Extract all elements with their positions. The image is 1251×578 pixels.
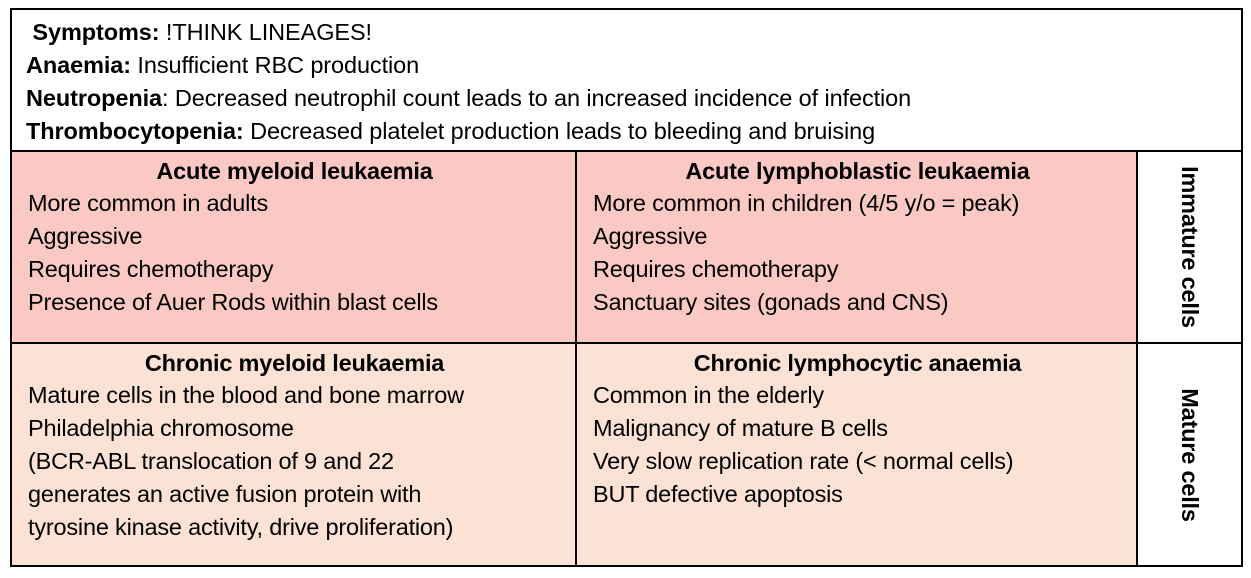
- cell-line: Malignancy of mature B cells: [593, 415, 888, 441]
- leukaemia-comparison-table: Symptoms: !THINK LINEAGES! Anaemia: Insu…: [10, 8, 1243, 567]
- symptom-label-neutropenia: Neutropenia: [26, 85, 162, 111]
- symptom-line-anaemia: Anaemia: Insufficient RBC production: [26, 49, 1241, 82]
- cell-title-acute-lymphoblastic: Acute lymphoblastic leukaemia: [685, 158, 1030, 184]
- cell-line: generates an active fusion protein with: [28, 481, 422, 507]
- symptom-text-thrombocytopenia: Decreased platelet production leads to b…: [243, 118, 876, 144]
- symptom-line-neutropenia: Neutropenia: Decreased neutrophil count …: [26, 82, 1241, 115]
- cell-line: Presence of Auer Rods within blast cells: [28, 289, 438, 315]
- cell-line: Common in the elderly: [593, 382, 824, 408]
- symptom-text-neutropenia: : Decreased neutrophil count leads to an…: [162, 85, 912, 111]
- cell-title-acute-myeloid: Acute myeloid leukaemia: [156, 158, 433, 184]
- cell-line: Philadelphia chromosome: [28, 415, 294, 441]
- cell-line: Mature cells in the blood and bone marro…: [28, 382, 464, 408]
- symptom-text-symptoms: !THINK LINEAGES!: [159, 19, 372, 45]
- cell-line: Sanctuary sites (gonads and CNS): [593, 289, 949, 315]
- table-row-chronic: Chronic myeloid leukaemia Mature cells i…: [12, 344, 1241, 565]
- cell-line: Requires chemotherapy: [593, 256, 839, 282]
- symptom-text-anaemia: Insufficient RBC production: [131, 52, 420, 78]
- cell-maturity-mature: Mature cells: [1138, 344, 1241, 565]
- cell-maturity-immature: Immature cells: [1138, 152, 1241, 342]
- cell-chronic-lymphocytic-anaemia: Chronic lymphocytic anaemia Common in th…: [577, 344, 1138, 565]
- symptom-label-anaemia: Anaemia:: [26, 52, 131, 78]
- cell-chronic-myeloid-leukaemia: Chronic myeloid leukaemia Mature cells i…: [12, 344, 577, 565]
- cell-title-chronic-lymphocytic: Chronic lymphocytic anaemia: [693, 350, 1022, 376]
- symptom-label-symptoms: Symptoms:: [26, 19, 160, 45]
- table-body: Acute myeloid leukaemia More common in a…: [12, 152, 1241, 565]
- cell-line: Aggressive: [28, 223, 143, 249]
- symptom-line-thrombocytopenia: Thrombocytopenia: Decreased platelet pro…: [26, 115, 1241, 148]
- cell-line: BUT defective apoptosis: [593, 481, 843, 507]
- cell-line: (BCR-ABL translocation of 9 and 22: [28, 448, 394, 474]
- symptoms-header: Symptoms: !THINK LINEAGES! Anaemia: Insu…: [12, 10, 1241, 152]
- symptom-line-symptoms: Symptoms: !THINK LINEAGES!: [26, 16, 1241, 49]
- cell-acute-lymphoblastic-leukaemia: Acute lymphoblastic leukaemia More commo…: [577, 152, 1138, 342]
- cell-acute-myeloid-leukaemia: Acute myeloid leukaemia More common in a…: [12, 152, 577, 342]
- table-row-acute: Acute myeloid leukaemia More common in a…: [12, 152, 1241, 344]
- symptom-label-thrombocytopenia: Thrombocytopenia:: [26, 118, 244, 144]
- cell-line: tyrosine kinase activity, drive prolifer…: [28, 514, 454, 540]
- cell-line: Very slow replication rate (< normal cel…: [593, 448, 1014, 474]
- cell-line: More common in children (4/5 y/o = peak): [593, 190, 1020, 216]
- cell-line: Aggressive: [593, 223, 708, 249]
- cell-line: More common in adults: [28, 190, 269, 216]
- cell-line: Requires chemotherapy: [28, 256, 274, 282]
- maturity-label-immature-cells: Immature cells: [1176, 166, 1203, 328]
- maturity-label-mature-cells: Mature cells: [1176, 387, 1203, 522]
- cell-title-chronic-myeloid: Chronic myeloid leukaemia: [144, 350, 445, 376]
